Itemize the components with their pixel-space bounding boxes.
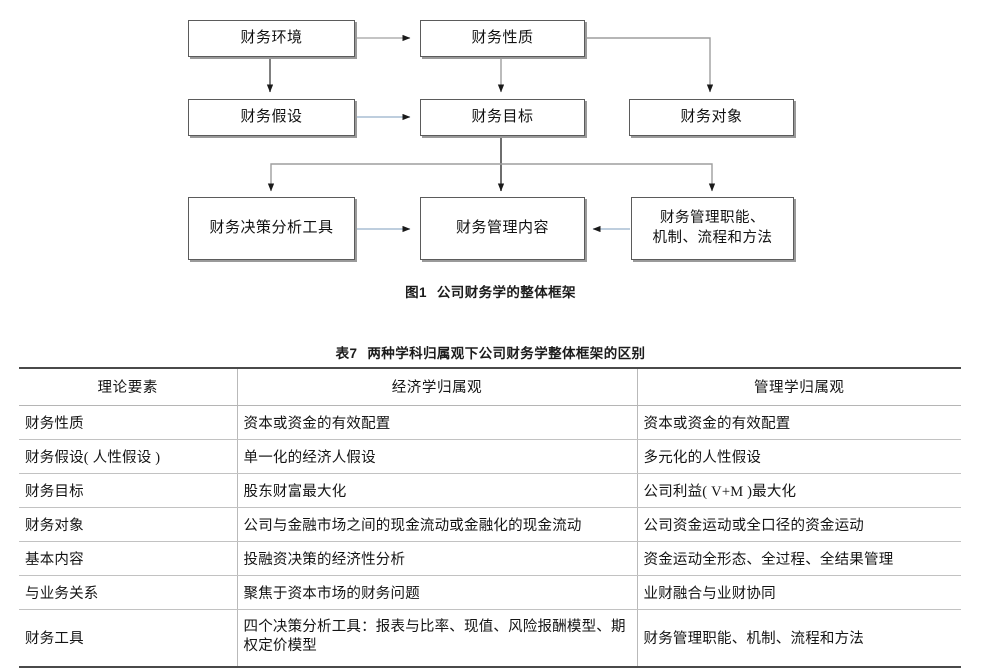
- node-financial-assumption[interactable]: 财务假设: [188, 99, 355, 136]
- node-decision-analysis-tools[interactable]: 财务决策分析工具: [188, 197, 355, 260]
- cell-element: 与业务关系: [19, 575, 237, 610]
- table-body: 财务性质 资本或资金的有效配置 资本或资金的有效配置 财务假设( 人性假设 ) …: [19, 405, 961, 668]
- table-caption: 表7 两种学科归属观下公司财务学整体框架的区别: [0, 342, 981, 362]
- cell-economics: 聚焦于资本市场的财务问题: [236, 575, 637, 610]
- table-row: 财务假设( 人性假设 ) 单一化的经济人假设 多元化的人性假设: [19, 439, 961, 474]
- cell-element: 财务对象: [19, 507, 237, 542]
- edge-goal-to-functions: [501, 163, 716, 192]
- column-header-economics: 经济学归属观: [236, 367, 637, 406]
- edge-nature-to-object: [584, 37, 714, 93]
- figure-caption-number: 图1: [405, 285, 427, 300]
- node-label: 财务假设: [240, 108, 303, 125]
- cell-economics: 四个决策分析工具：报表与比率、现值、风险报酬模型、期权定价模型: [236, 609, 637, 668]
- cell-management: 资金运动全形态、全过程、全结果管理: [636, 541, 961, 576]
- cell-management: 多元化的人性假设: [636, 439, 961, 474]
- cell-management: 财务管理职能、机制、流程和方法: [636, 609, 961, 668]
- node-label: 财务决策分析工具: [209, 219, 334, 236]
- table-row: 财务工具 四个决策分析工具：报表与比率、现值、风险报酬模型、期权定价模型 财务管…: [19, 609, 961, 668]
- node-label: 财务目标: [471, 108, 534, 125]
- cell-economics: 资本或资金的有效配置: [236, 405, 637, 440]
- table-row: 基本内容 投融资决策的经济性分析 资金运动全形态、全过程、全结果管理: [19, 541, 961, 576]
- figure-caption-title: 公司财务学的整体框架: [436, 285, 576, 300]
- cell-element: 财务假设( 人性假设 ): [19, 439, 237, 474]
- column-header-element: 理论要素: [19, 367, 237, 406]
- table-caption-title: 两种学科归属观下公司财务学整体框架的区别: [367, 346, 646, 361]
- cell-management: 公司利益( V+M )最大化: [636, 473, 961, 508]
- table-row: 与业务关系 聚焦于资本市场的财务问题 业财融合与业财协同: [19, 575, 961, 610]
- cell-economics: 单一化的经济人假设: [236, 439, 637, 474]
- cell-economics: 公司与金融市场之间的现金流动或金融化的现金流动: [236, 507, 637, 542]
- cell-economics: 股东财富最大化: [236, 473, 637, 508]
- figure-caption: 图1 公司财务学的整体框架: [0, 281, 981, 301]
- node-label: 财务管理职能、 机制、流程和方法: [652, 210, 773, 246]
- node-financial-object[interactable]: 财务对象: [629, 99, 794, 136]
- node-financial-management-functions[interactable]: 财务管理职能、 机制、流程和方法: [631, 197, 794, 260]
- cell-element: 财务目标: [19, 473, 237, 508]
- edge-goal-to-tools: [267, 163, 501, 192]
- cell-element: 财务性质: [19, 405, 237, 440]
- table-header-row: 理论要素 经济学归属观 管理学归属观: [19, 367, 961, 406]
- node-label: 财务环境: [240, 29, 303, 46]
- node-financial-environment[interactable]: 财务环境: [188, 20, 355, 57]
- node-label: 财务管理内容: [455, 219, 549, 236]
- cell-management: 公司资金运动或全口径的资金运动: [636, 507, 961, 542]
- cell-element: 基本内容: [19, 541, 237, 576]
- cell-management: 业财融合与业财协同: [636, 575, 961, 610]
- column-header-management: 管理学归属观: [636, 367, 961, 406]
- table-header: 理论要素 经济学归属观 管理学归属观: [19, 367, 961, 406]
- table-row: 财务对象 公司与金融市场之间的现金流动或金融化的现金流动 公司资金运动或全口径的…: [19, 507, 961, 542]
- figure-diagram: 财务环境 财务性质 财务假设 财务目标 财务对象 财务决策分析工具 财务管理内容…: [0, 0, 981, 310]
- table-caption-number: 表7: [335, 346, 358, 361]
- cell-management: 资本或资金的有效配置: [636, 405, 961, 440]
- comparison-table: 理论要素 经济学归属观 管理学归属观 财务性质 资本或资金的有效配置 资本或资金…: [19, 367, 961, 668]
- table-row: 财务目标 股东财富最大化 公司利益( V+M )最大化: [19, 473, 961, 508]
- node-financial-goal[interactable]: 财务目标: [420, 99, 585, 136]
- node-label: 财务性质: [471, 29, 534, 46]
- table-row: 财务性质 资本或资金的有效配置 资本或资金的有效配置: [19, 405, 961, 440]
- diagram-connectors: [266, 34, 716, 233]
- node-financial-management-content[interactable]: 财务管理内容: [420, 197, 585, 260]
- node-label: 财务对象: [680, 108, 743, 125]
- node-financial-nature[interactable]: 财务性质: [420, 20, 585, 57]
- cell-element: 财务工具: [19, 609, 237, 668]
- cell-economics: 投融资决策的经济性分析: [236, 541, 637, 576]
